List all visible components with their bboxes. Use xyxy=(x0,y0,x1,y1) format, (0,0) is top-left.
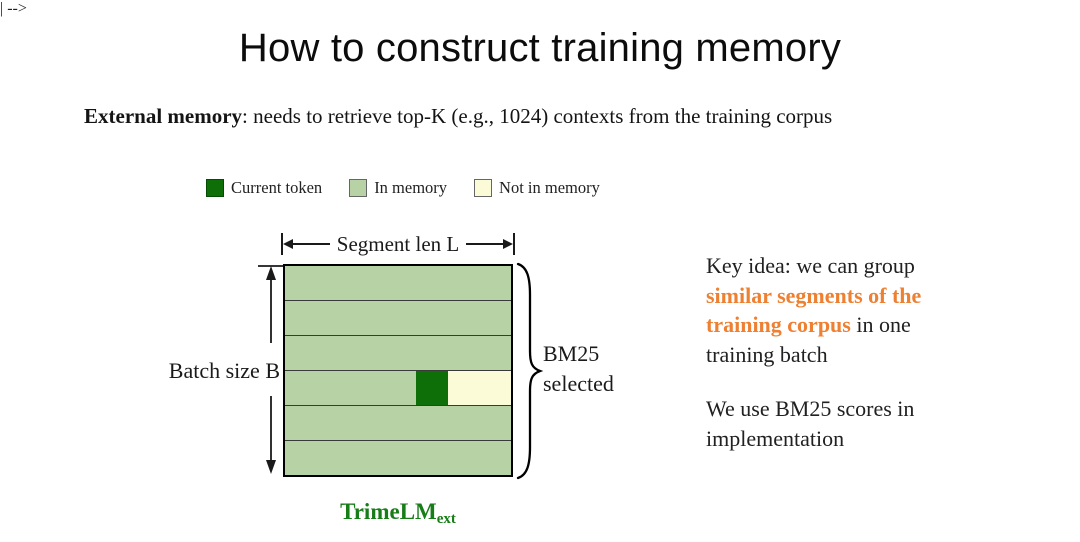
key-idea-prefix: Key idea: we can group xyxy=(706,253,915,278)
subtitle-rest: : needs to retrieve top-K (e.g., 1024) c… xyxy=(242,104,833,128)
in-memory-swatch xyxy=(349,179,368,197)
caption-subscript: ext xyxy=(436,511,456,527)
legend-item-in-memory: In memory xyxy=(349,178,447,198)
bm25-selected-label: BM25 selected xyxy=(543,341,614,396)
segment-length-annotation: Segment len L xyxy=(281,231,516,257)
legend-item-current-token: Current token xyxy=(206,178,322,198)
subtitle-bold-term: External memory xyxy=(84,104,243,128)
legend-item-not-in-memory: Not in memory xyxy=(474,178,600,198)
segment-length-label: Segment len L xyxy=(336,231,460,256)
bm25-note-paragraph: We use BM25 scores in implementation xyxy=(706,396,915,451)
segment-row xyxy=(285,336,511,371)
arrow-line xyxy=(293,243,330,245)
model-caption: TrimeLMext xyxy=(283,499,513,528)
segment-row-highlighted xyxy=(285,371,511,406)
right-arrowhead-icon xyxy=(503,239,514,249)
key-idea-highlight: similar segments of the training corpus xyxy=(706,282,922,338)
left-end-tick xyxy=(281,233,283,255)
key-idea-paragraph: Key idea: we can group similar segments … xyxy=(706,251,984,369)
segment-row xyxy=(285,301,511,336)
segment-row xyxy=(285,406,511,441)
training-batch-grid xyxy=(283,264,513,477)
not-in-memory-swatch xyxy=(474,179,493,197)
batch-size-arrow xyxy=(258,265,283,474)
bm25-brace xyxy=(516,262,544,480)
legend: Current token In memory Not in memory xyxy=(206,178,600,198)
in-memory-cell xyxy=(285,371,417,405)
right-end-tick xyxy=(513,233,516,255)
legend-label: In memory xyxy=(374,178,448,197)
left-arrowhead-icon xyxy=(283,239,293,249)
current-token-swatch xyxy=(206,179,224,197)
current-token-cell xyxy=(416,371,448,405)
legend-label: Current token xyxy=(231,178,323,197)
segment-row xyxy=(285,266,511,301)
subtitle: External memory: needs to retrieve top-K… xyxy=(84,104,832,129)
caption-main: TrimeLM xyxy=(340,499,437,524)
segment-row xyxy=(285,441,511,475)
not-in-memory-cell xyxy=(447,371,511,405)
arrow-line xyxy=(466,243,504,245)
page-title: How to construct training memory xyxy=(238,26,842,70)
legend-label: Not in memory xyxy=(499,178,600,197)
batch-size-label: Batch size B xyxy=(168,358,280,383)
key-idea-suffix: in one training batch xyxy=(706,312,911,367)
